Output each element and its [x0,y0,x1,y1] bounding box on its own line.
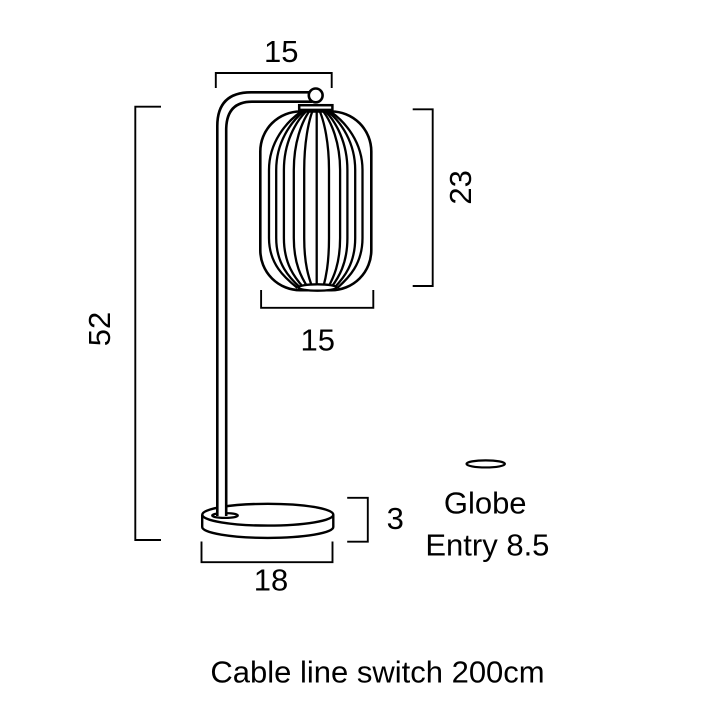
svg-text:15: 15 [264,34,298,69]
svg-text:Cable line switch 200cm: Cable line switch 200cm [210,655,544,690]
svg-text:23: 23 [443,170,478,204]
svg-text:3: 3 [387,501,404,536]
svg-text:Globe: Globe [444,485,527,520]
svg-text:15: 15 [301,323,335,358]
svg-text:52: 52 [82,312,117,346]
svg-text:Entry 8.5: Entry 8.5 [425,528,549,563]
svg-text:18: 18 [254,562,288,597]
